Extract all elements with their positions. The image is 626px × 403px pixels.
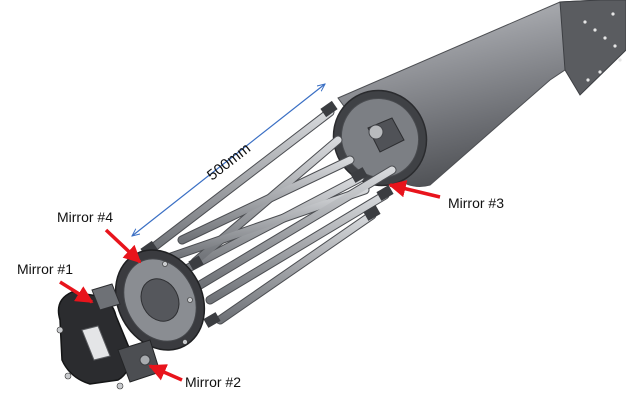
front-plate-assembly [56, 249, 206, 390]
mirror-3-arrow [388, 180, 441, 199]
mirror-4-arrow [104, 228, 142, 264]
mirror-3-label: Mirror #3 [448, 195, 504, 211]
mirror-4-label: Mirror #4 [57, 209, 113, 225]
callout-mirror-4: Mirror #4 [57, 209, 142, 264]
telescope-barrel [332, 0, 626, 187]
dimension-line [132, 84, 325, 236]
callout-mirror-2: Mirror #2 [148, 364, 241, 390]
mirror-2-arrow [148, 364, 183, 382]
callout-mirror-3: Mirror #3 [388, 180, 504, 211]
mirror-1-arrow [59, 280, 94, 304]
mirror-2-label: Mirror #2 [185, 374, 241, 390]
flange-bolts [583, 12, 622, 82]
callout-mirror-1: Mirror #1 [17, 261, 94, 304]
mirror-1-label: Mirror #1 [17, 261, 73, 277]
